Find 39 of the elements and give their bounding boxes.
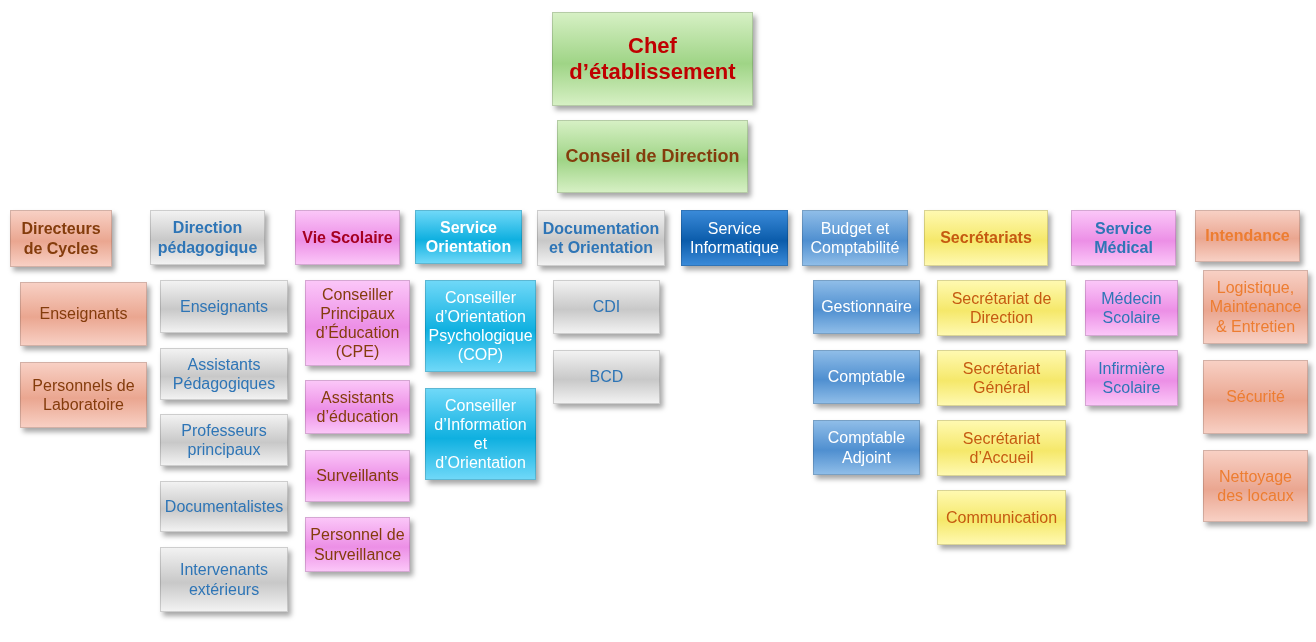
org-chart-box: Enseignants: [20, 282, 147, 346]
org-chart-box: Service Médical: [1071, 210, 1176, 266]
org-chart-box: Intervenants extérieurs: [160, 547, 288, 612]
org-chart-box: Comptable Adjoint: [813, 420, 920, 475]
org-chart-box: Chef d’établissement: [552, 12, 753, 106]
org-chart-box: Logistique, Maintenance & Entretien: [1203, 270, 1308, 344]
org-chart-box: Infirmière Scolaire: [1085, 350, 1178, 406]
org-chart-box: BCD: [553, 350, 660, 404]
org-chart-box: Médecin Scolaire: [1085, 280, 1178, 336]
org-chart-box: Conseiller Principaux d’Éducation (CPE): [305, 280, 410, 366]
org-chart-box: Personnels de Laboratoire: [20, 362, 147, 428]
org-chart-box: Documentation et Orientation: [537, 210, 665, 266]
org-chart-box: Secrétariat de Direction: [937, 280, 1066, 336]
org-chart-box: Comptable: [813, 350, 920, 404]
org-chart-box: Intendance: [1195, 210, 1300, 262]
org-chart-box: Enseignants: [160, 280, 288, 333]
org-chart-box: Service Orientation: [415, 210, 522, 264]
org-chart-box: Conseil de Direction: [557, 120, 748, 193]
org-chart-box: Gestionnaire: [813, 280, 920, 334]
org-chart-box: Secrétariat Général: [937, 350, 1066, 406]
org-chart-box: Budget et Comptabilité: [802, 210, 908, 266]
org-chart-box: Conseiller d’Orientation Psychologique (COP): [425, 280, 536, 372]
org-chart-box: Vie Scolaire: [295, 210, 400, 265]
org-chart-box: Surveillants: [305, 450, 410, 502]
org-chart-box: Direction pédagogique: [150, 210, 265, 265]
org-chart-box: Communication: [937, 490, 1066, 545]
org-chart-box: Secrétariat d’Accueil: [937, 420, 1066, 476]
org-chart-box: Professeurs principaux: [160, 414, 288, 466]
org-chart-box: Personnel de Surveillance: [305, 517, 410, 572]
org-chart-box: Assistants Pédagogiques: [160, 348, 288, 400]
org-chart-box: Conseiller d’Information et d’Orientation: [425, 388, 536, 480]
org-chart-box: Directeurs de Cycles: [10, 210, 112, 267]
org-chart-box: Assistants d’éducation: [305, 380, 410, 434]
org-chart-box: Nettoyage des locaux: [1203, 450, 1308, 522]
org-chart-box: Secrétariats: [924, 210, 1048, 266]
org-chart-box: Service Informatique: [681, 210, 788, 266]
org-chart-box: Documentalistes: [160, 481, 288, 532]
org-chart-box: CDI: [553, 280, 660, 334]
org-chart-box: Sécurité: [1203, 360, 1308, 434]
